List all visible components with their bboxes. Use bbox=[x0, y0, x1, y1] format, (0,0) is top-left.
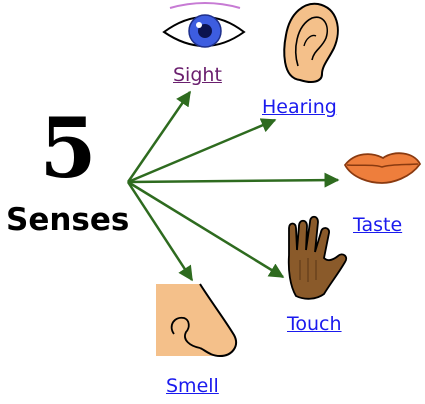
sight-link[interactable]: Sight bbox=[173, 64, 222, 86]
ear-icon bbox=[283, 2, 339, 83]
number-five: 5 bbox=[39, 101, 97, 197]
arrow-to-sight bbox=[126, 90, 192, 183]
eye-icon bbox=[162, 2, 246, 48]
touch-link[interactable]: Touch bbox=[287, 313, 342, 335]
senses-title: Senses bbox=[6, 202, 130, 238]
hand-icon bbox=[287, 215, 348, 300]
nose-icon bbox=[156, 283, 238, 358]
lips-icon bbox=[343, 152, 422, 184]
arrow-to-smell bbox=[126, 181, 194, 282]
smell-link[interactable]: Smell bbox=[166, 375, 219, 397]
arrow-to-taste bbox=[127, 172, 340, 188]
arrow-to-hearing bbox=[127, 118, 277, 184]
arrow-to-touch bbox=[127, 180, 285, 279]
taste-link[interactable]: Taste bbox=[353, 214, 403, 236]
arrows bbox=[126, 90, 340, 282]
hearing-link[interactable]: Hearing bbox=[262, 96, 337, 118]
